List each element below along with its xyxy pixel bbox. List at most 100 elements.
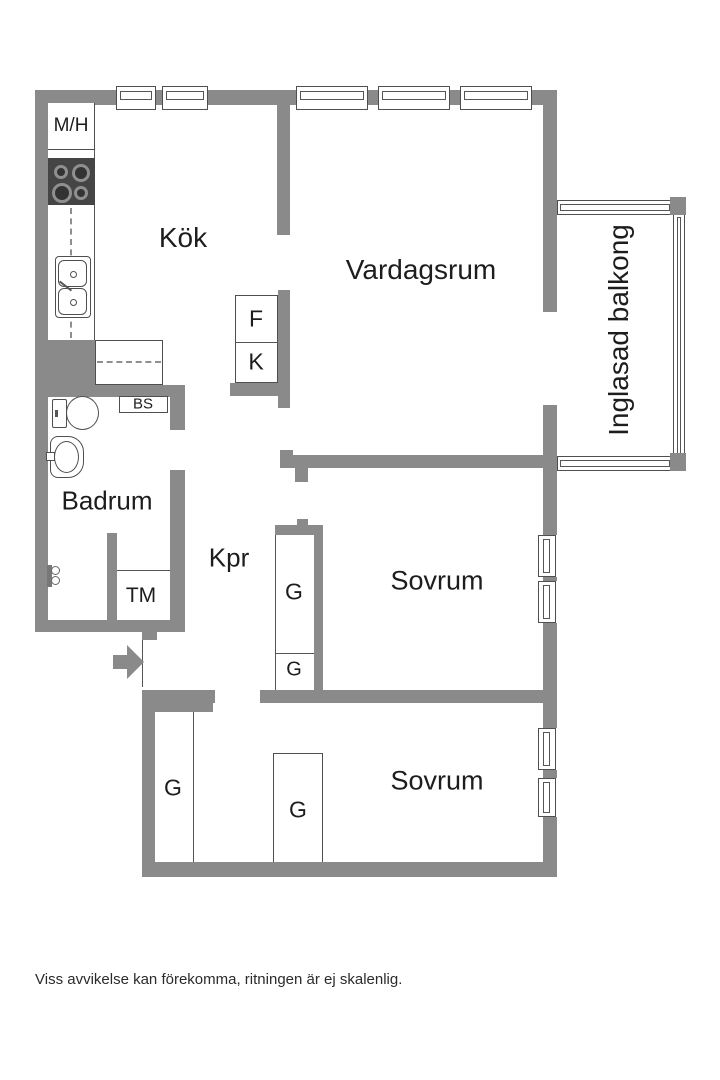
fixture-label-wardrobe: G <box>164 774 182 801</box>
window <box>538 728 556 770</box>
window <box>460 86 532 110</box>
glazing-pane <box>560 460 670 467</box>
entry-arrow-shaft <box>113 655 128 669</box>
balcony-glazing-top <box>557 200 673 215</box>
window <box>378 86 450 110</box>
wardrobe-bottom-mid <box>273 753 323 862</box>
shower-knob <box>51 566 60 575</box>
wall-right-mid <box>543 405 557 535</box>
wall-bedroom1-top <box>283 455 557 468</box>
wall-bottom <box>142 862 557 877</box>
fixture-label-bathroom-cabinet: BS <box>132 395 154 413</box>
window-pane <box>300 91 364 100</box>
fixture-label-freezer: K <box>248 348 264 375</box>
glazing-pane <box>560 204 670 211</box>
wardrobe-mid-divider <box>275 653 314 654</box>
fixture-label-washing-machine: TM <box>125 584 157 607</box>
stove-burner <box>54 165 68 179</box>
window <box>162 86 208 110</box>
wall-right-lower <box>543 623 557 728</box>
fridge-freezer-unit <box>235 295 278 383</box>
wall-fridge-bottom <box>230 383 290 396</box>
wall-bathroom-bottom <box>35 620 185 632</box>
washing-machine-front-line <box>117 570 170 571</box>
wall-closet-top-strip <box>155 703 213 712</box>
wall-closet-mid-top <box>275 525 322 535</box>
stove-burner <box>72 164 90 182</box>
wall-bedroom1-door-stub <box>295 468 308 482</box>
wall-closet-mid-stub <box>297 519 308 525</box>
wall-bedroom2-top <box>260 690 543 703</box>
stove-burner <box>74 186 88 200</box>
balcony-glazing-bottom <box>557 456 673 471</box>
bathroom-cabinet-box <box>119 396 168 413</box>
room-label-kitchen: Kök <box>158 222 208 253</box>
washbasin <box>50 436 84 478</box>
sink-bowl <box>58 288 87 315</box>
stove-burner <box>52 183 72 203</box>
room-label-closet-corridor: Kpr <box>208 542 250 573</box>
window-pane <box>382 91 446 100</box>
balcony-corner-post <box>670 453 686 471</box>
disclaimer-text: Viss avvikelse kan förekomma, ritningen … <box>35 971 403 988</box>
fixture-label-micro-oven: M/H <box>53 115 89 136</box>
shower-mixer <box>47 565 52 587</box>
window <box>116 86 156 110</box>
kitchen-sink <box>55 256 91 318</box>
wardrobe-mid-left-edge <box>275 535 276 690</box>
counter-edge-line <box>94 105 95 340</box>
glazing-pane <box>677 217 681 454</box>
wall-bathroom-top <box>48 385 185 397</box>
entry-arrow-head <box>127 645 144 679</box>
fixture-label-wardrobe: G <box>289 796 307 823</box>
window-pane <box>543 732 550 766</box>
window <box>538 778 556 817</box>
wall-kitchen-living-divider <box>277 90 290 235</box>
wall-closet-mid-right <box>314 525 323 690</box>
room-label-living-room: Vardagsrum <box>345 254 497 285</box>
wall-right-window-mullion <box>543 770 557 778</box>
window-pane <box>543 539 550 573</box>
room-label-bathroom: Badrum <box>61 485 153 516</box>
balcony-corner-post <box>670 197 686 215</box>
fixture-label-wardrobe: G <box>285 578 303 605</box>
micro-oven-cabinet <box>48 103 95 150</box>
wall-entry-stub-top <box>142 632 157 640</box>
room-label-bedroom-1: Sovrum <box>390 565 484 596</box>
wall-bathroom-right-stub <box>170 397 185 430</box>
window <box>538 581 556 623</box>
washbasin-bowl <box>54 441 79 473</box>
washbasin-tap <box>46 452 55 461</box>
window-pane <box>166 91 204 100</box>
wardrobe-bottomleft-edge <box>193 712 194 862</box>
wall-right-upper <box>543 90 557 312</box>
fixture-label-fridge: F <box>248 305 264 332</box>
sink-drain <box>70 299 77 306</box>
sink-drain <box>70 271 77 278</box>
wall-fridge-right <box>278 290 290 408</box>
window-pane <box>543 585 550 619</box>
wall-bathroom-right <box>170 470 185 632</box>
wall-kitchen-block <box>48 340 95 387</box>
wall-bedroom1-top-step <box>280 450 293 468</box>
wall-tm-divider <box>107 533 117 620</box>
fixture-label-wardrobe: G <box>286 658 302 681</box>
window-pane <box>120 91 152 100</box>
window-pane <box>464 91 528 100</box>
window <box>296 86 368 110</box>
counter-low-centerline <box>97 361 161 363</box>
window <box>538 535 556 577</box>
balcony-glazing-right <box>673 214 685 457</box>
shower-knob <box>51 576 60 585</box>
room-label-balcony: Inglasad balkong <box>603 224 634 436</box>
toilet-bowl <box>66 396 99 430</box>
wall-left <box>35 90 48 632</box>
room-label-bedroom-2: Sovrum <box>390 765 484 796</box>
wall-bottomroom-left <box>142 690 155 877</box>
wall-hall-bottom <box>142 690 215 703</box>
toilet-flush <box>55 410 58 417</box>
wall-right-window-mullion <box>543 577 557 581</box>
window-pane <box>543 782 550 813</box>
stove <box>48 158 95 205</box>
